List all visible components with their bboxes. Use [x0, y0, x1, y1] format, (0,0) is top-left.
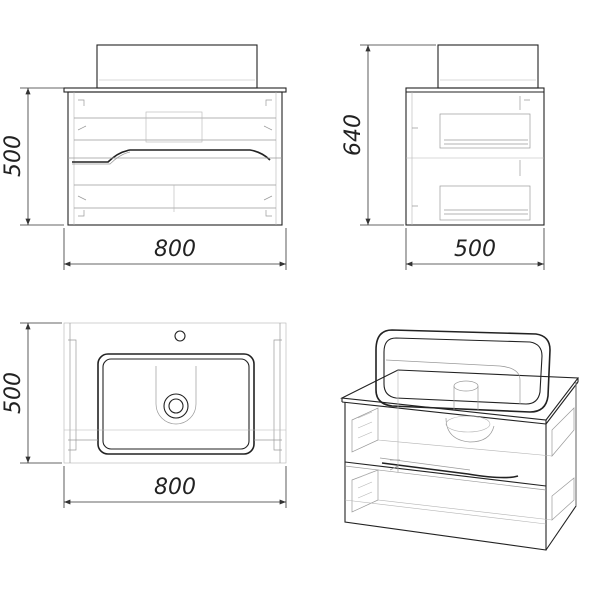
side-view: 640 500 [341, 44, 545, 270]
top-depth-label: 500 [1, 372, 26, 414]
side-depth-label: 500 [454, 237, 496, 262]
side-height-label: 640 [341, 114, 366, 156]
top-view: 500 800 [1, 322, 287, 508]
front-view: 500 800 [1, 44, 287, 270]
top-width-label: 800 [154, 475, 196, 500]
front-width-label: 800 [154, 237, 196, 262]
front-height-label: 500 [1, 135, 26, 177]
isometric-view [340, 329, 580, 551]
